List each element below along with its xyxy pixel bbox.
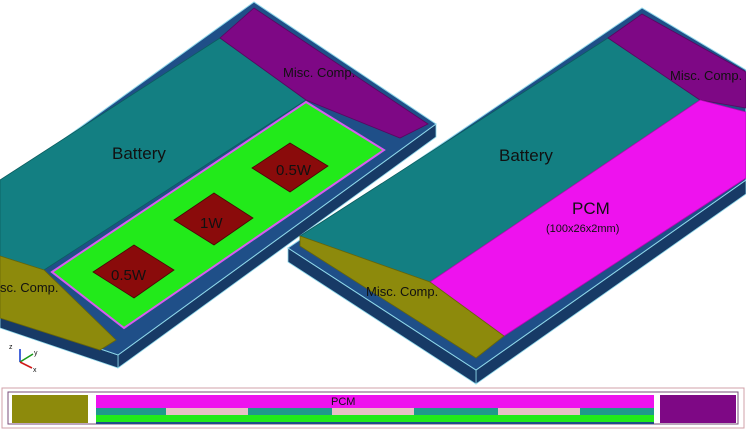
left-chip-bottom	[92, 244, 175, 299]
section-misc-right	[660, 395, 736, 423]
section-pcm-label: PCM	[331, 396, 355, 408]
left-chip-bottom-label: 0.5W	[111, 267, 147, 284]
right-misc-top-label: Misc. Comp.	[670, 68, 742, 83]
left-chip-top	[251, 142, 329, 193]
left-battery-block	[0, 37, 307, 271]
section-misc-left	[12, 395, 88, 423]
right-pcm-label: PCM	[572, 199, 610, 218]
y-axis-label: y	[34, 350, 38, 357]
section-view: PCM	[1, 387, 745, 429]
z-axis-label: z	[9, 344, 13, 351]
section-pcm-layer	[96, 395, 654, 408]
section-green-layer	[96, 415, 654, 422]
x-axis-label: x	[33, 367, 37, 374]
y-axis-line	[19, 353, 34, 363]
left-misc-bottom-label: sc. Comp.	[0, 280, 59, 295]
left-model: Battery Misc. Comp. sc. Comp. 0.5W 1W 0.…	[0, 1, 437, 369]
right-misc-bottom-label: Misc. Comp.	[366, 284, 438, 299]
right-model: Battery Misc. Comp. Misc. Comp. PCM (100…	[287, 7, 746, 385]
left-misc-top-block	[219, 7, 429, 139]
left-chip-top-label: 0.5W	[276, 162, 312, 179]
left-chip-mid	[173, 192, 254, 246]
left-misc-top-label: Misc. Comp.	[283, 65, 355, 80]
right-misc-bottom-block	[299, 235, 505, 359]
section-gap-2	[332, 408, 414, 415]
section-gap-1	[166, 408, 248, 415]
axis-triad: z y x	[9, 344, 38, 374]
x-axis-line	[19, 361, 33, 369]
left-misc-bottom-block	[0, 255, 117, 351]
right-battery-label: Battery	[499, 146, 553, 165]
right-misc-top-block	[607, 13, 746, 109]
right-pcm-dims-label: (100x26x2mm)	[546, 223, 619, 235]
left-chip-mid-label: 1W	[200, 215, 223, 232]
section-gap-3	[498, 408, 580, 415]
left-battery-label: Battery	[112, 144, 166, 163]
section-board-layer	[96, 422, 654, 424]
